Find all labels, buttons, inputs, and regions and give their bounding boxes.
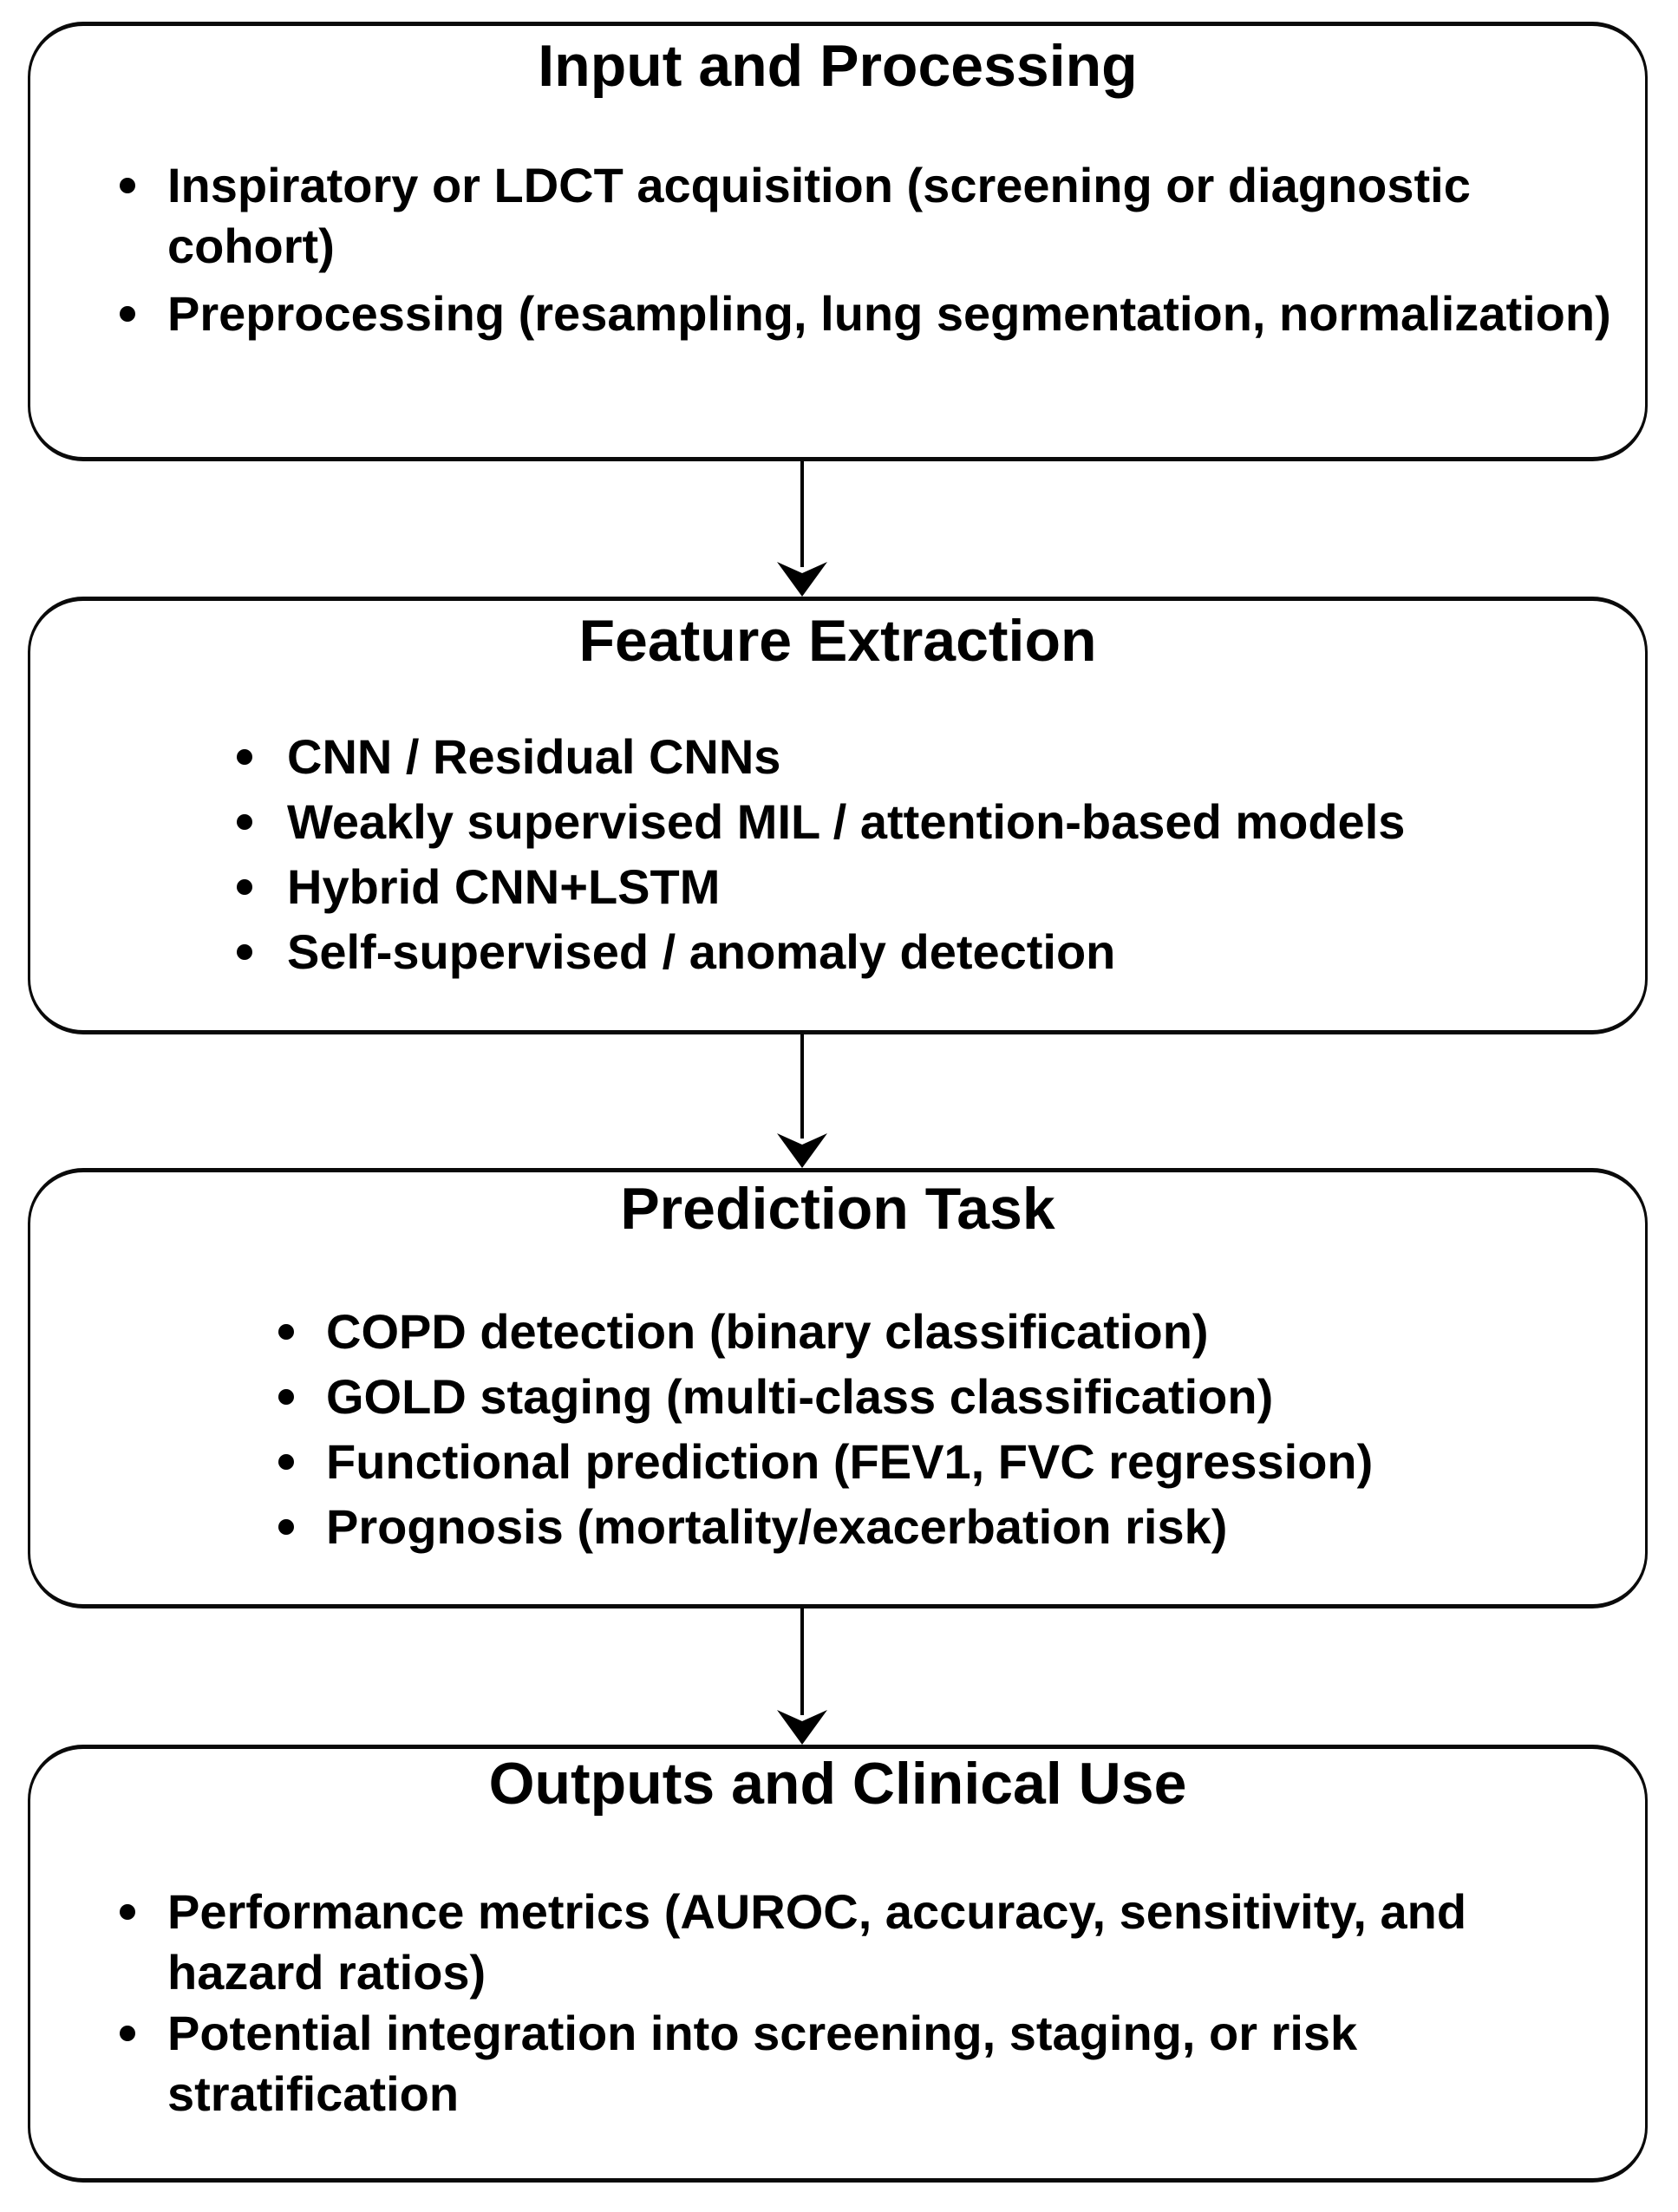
bullet-list: COPD detection (binary classification) G… bbox=[278, 1302, 1632, 1557]
bullet-text: Preprocessing (resampling, lung segmenta… bbox=[167, 286, 1611, 341]
bullet-text: Self-supervised / anomaly detection bbox=[287, 924, 1116, 979]
stage-title: Outputs and Clinical Use bbox=[488, 1751, 1187, 1817]
stage-title: Prediction Task bbox=[620, 1176, 1055, 1242]
bullet-dot-icon bbox=[278, 1324, 294, 1340]
arrow-head-icon bbox=[777, 1710, 827, 1745]
bullet-dot-icon bbox=[120, 2026, 135, 2041]
flow-arrow-3 bbox=[777, 1608, 827, 1745]
bullet-dot-icon bbox=[237, 944, 252, 960]
bullet-text: Inspiratory or LDCT acquisition (screeni… bbox=[167, 158, 1471, 273]
bullet-item: Functional prediction (FEV1, FVC regress… bbox=[278, 1432, 1632, 1492]
bullet-item: Prognosis (mortality/exacerbation risk) bbox=[278, 1497, 1632, 1557]
bullet-item: Performance metrics (AUROC, accuracy, se… bbox=[120, 1882, 1632, 2003]
bullet-text: Potential integration into screening, st… bbox=[167, 2006, 1358, 2121]
bullet-item: Inspiratory or LDCT acquisition (screeni… bbox=[120, 155, 1632, 277]
bullet-dot-icon bbox=[278, 1519, 294, 1535]
bullet-list: CNN / Residual CNNs Weakly supervised MI… bbox=[237, 727, 1632, 982]
bullet-text: CNN / Residual CNNs bbox=[287, 729, 781, 784]
stage-box-input-and-processing: Input and Processing Inspiratory or LDCT… bbox=[28, 22, 1648, 461]
bullet-text: GOLD staging (multi-class classification… bbox=[326, 1369, 1274, 1424]
bullet-dot-icon bbox=[237, 879, 252, 895]
bullet-dot-icon bbox=[120, 178, 135, 193]
bullet-dot-icon bbox=[237, 749, 252, 765]
bullet-item: CNN / Residual CNNs bbox=[237, 727, 1632, 787]
bullet-text: COPD detection (binary classification) bbox=[326, 1304, 1209, 1359]
bullet-text: Prognosis (mortality/exacerbation risk) bbox=[326, 1499, 1228, 1554]
flow-arrow-2 bbox=[777, 1034, 827, 1168]
bullet-dot-icon bbox=[278, 1389, 294, 1405]
bullet-text: Functional prediction (FEV1, FVC regress… bbox=[326, 1434, 1374, 1489]
arrow-line bbox=[800, 461, 804, 567]
bullet-item: Hybrid CNN+LSTM bbox=[237, 857, 1632, 917]
stage-box-outputs-and-clinical-use: Outputs and Clinical Use Performance met… bbox=[28, 1745, 1648, 2183]
bullet-item: GOLD staging (multi-class classification… bbox=[278, 1367, 1632, 1427]
stage-title: Input and Processing bbox=[538, 33, 1138, 99]
bullet-item: COPD detection (binary classification) bbox=[278, 1302, 1632, 1362]
bullet-text: Hybrid CNN+LSTM bbox=[287, 859, 721, 914]
bullet-item: Weakly supervised MIL / attention-based … bbox=[237, 792, 1632, 852]
stage-box-feature-extraction: Feature Extraction CNN / Residual CNNs W… bbox=[28, 597, 1648, 1034]
bullet-text: Weakly supervised MIL / attention-based … bbox=[287, 794, 1406, 849]
bullet-dot-icon bbox=[237, 814, 252, 830]
bullet-dot-icon bbox=[278, 1454, 294, 1470]
arrow-line bbox=[800, 1034, 804, 1139]
stage-title: Feature Extraction bbox=[578, 608, 1097, 674]
arrow-head-icon bbox=[777, 562, 827, 597]
stage-box-prediction-task: Prediction Task COPD detection (binary c… bbox=[28, 1168, 1648, 1608]
bullet-dot-icon bbox=[120, 306, 135, 322]
bullet-item: Preprocessing (resampling, lung segmenta… bbox=[120, 284, 1632, 344]
flow-arrow-1 bbox=[777, 461, 827, 597]
arrow-line bbox=[800, 1608, 804, 1715]
bullet-text: Performance metrics (AUROC, accuracy, se… bbox=[167, 1884, 1467, 2000]
bullet-list: Performance metrics (AUROC, accuracy, se… bbox=[120, 1882, 1632, 2124]
arrow-head-icon bbox=[777, 1133, 827, 1168]
bullet-item: Self-supervised / anomaly detection bbox=[237, 922, 1632, 982]
bullet-item: Potential integration into screening, st… bbox=[120, 2003, 1632, 2124]
bullet-dot-icon bbox=[120, 1904, 135, 1920]
bullet-list: Inspiratory or LDCT acquisition (screeni… bbox=[120, 155, 1632, 344]
